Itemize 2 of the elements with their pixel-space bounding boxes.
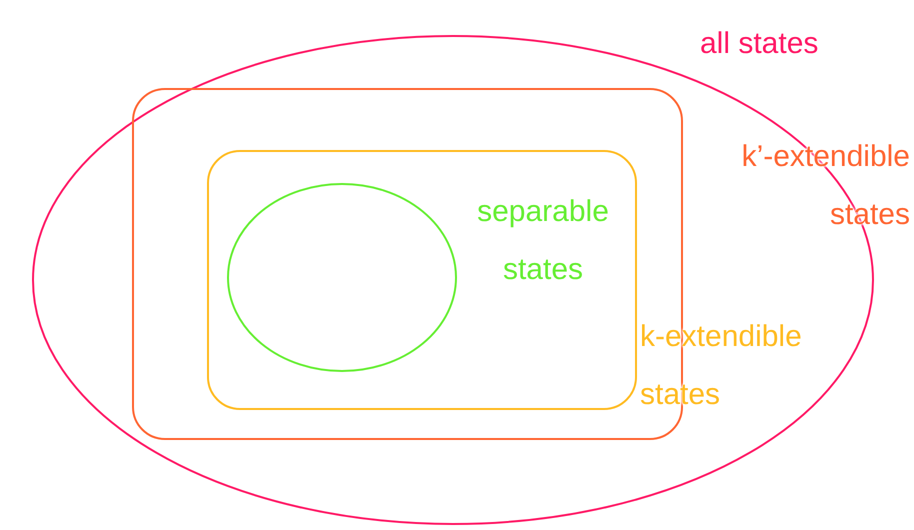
set-label: separable states xyxy=(476,194,610,288)
set-label: all states xyxy=(700,26,820,62)
